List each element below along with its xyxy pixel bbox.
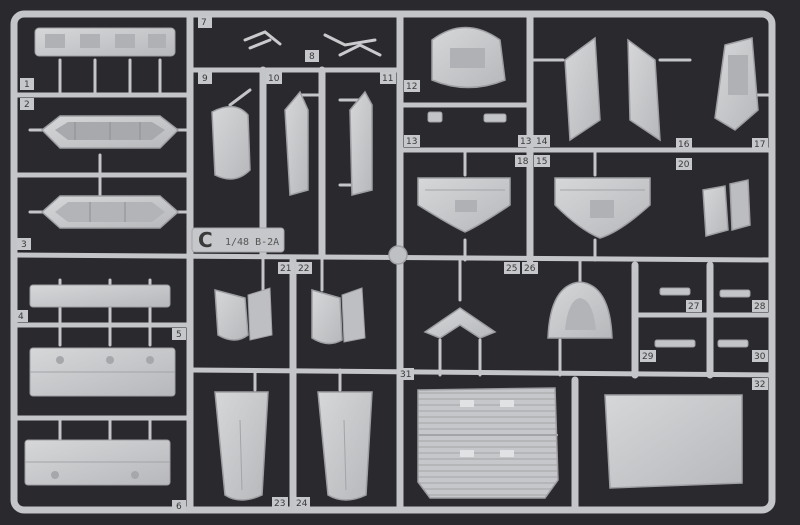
part-strip-6 <box>24 439 171 486</box>
part-number-tabs: 7 1 2 3 4 5 6 8 9 10 11 12 13 13 14 15 1… <box>14 16 768 512</box>
sprue-tag: C 1/48 B-2A <box>191 227 285 253</box>
part-number-tab: 1 <box>20 78 34 90</box>
svg-text:27: 27 <box>688 302 699 312</box>
svg-text:18: 18 <box>517 157 529 167</box>
part-vane-15 <box>627 38 661 142</box>
part-number-tab: 16 <box>676 138 692 150</box>
part-comb-piece <box>34 27 176 57</box>
svg-text:9: 9 <box>202 74 208 84</box>
part-number-tab: 31 <box>398 368 414 380</box>
svg-text:5: 5 <box>176 330 182 340</box>
svg-text:8: 8 <box>309 52 315 62</box>
part-number-tab: 2 <box>20 98 34 110</box>
svg-text:17: 17 <box>754 140 765 150</box>
part-strip-5 <box>29 347 176 397</box>
part-bay-frame-upper <box>40 115 180 149</box>
svg-text:23: 23 <box>274 499 285 509</box>
part-small-studs-13 <box>427 111 507 123</box>
part-number-tab: 14 <box>534 135 550 147</box>
part-hood-12 <box>431 26 506 89</box>
part-strip-4 <box>29 284 171 308</box>
part-panel-11 <box>349 90 373 196</box>
svg-text:2: 2 <box>24 100 30 110</box>
part-mount-25 <box>423 307 497 339</box>
part-number-tab: 26 <box>522 262 538 274</box>
part-bay-31 <box>417 387 559 499</box>
svg-text:7: 7 <box>201 18 207 28</box>
svg-text:32: 32 <box>754 380 765 390</box>
part-bay-frame-lower <box>40 195 180 229</box>
svg-text:4: 4 <box>18 312 24 322</box>
svg-text:29: 29 <box>642 352 654 362</box>
part-number-tab: 7 <box>198 16 212 28</box>
svg-text:22: 22 <box>298 264 309 274</box>
part-number-tab: 30 <box>752 350 768 362</box>
svg-text:1: 1 <box>24 80 30 90</box>
part-duct-24 <box>317 391 373 501</box>
part-number-tab: 3 <box>17 238 31 250</box>
part-bulkhead-19 <box>554 177 651 239</box>
part-number-tab: 21 <box>278 262 294 274</box>
svg-text:28: 28 <box>754 302 766 312</box>
part-number-tab: 23 <box>272 497 288 509</box>
part-duct-23 <box>214 391 269 501</box>
svg-text:6: 6 <box>176 502 182 512</box>
gates <box>28 58 774 442</box>
part-number-tab: 28 <box>752 300 768 312</box>
part-number-tab: 17 <box>752 138 768 150</box>
part-plate-32 <box>604 394 743 489</box>
part-panel-10 <box>284 90 309 196</box>
part-number-tab: 10 <box>266 72 282 84</box>
svg-text:30: 30 <box>754 352 766 362</box>
svg-text:25: 25 <box>506 264 517 274</box>
svg-text:12: 12 <box>406 82 417 92</box>
part-vane-14 <box>564 36 601 142</box>
svg-text:26: 26 <box>524 264 536 274</box>
part-small-rods <box>654 287 751 348</box>
sprue-letter: C <box>198 228 213 252</box>
part-bulkhead-18 <box>417 177 511 233</box>
part-number-tab: 8 <box>305 50 319 62</box>
svg-text:11: 11 <box>382 74 393 84</box>
part-number-tab: 18 <box>515 155 531 167</box>
svg-text:21: 21 <box>280 264 291 274</box>
svg-text:24: 24 <box>296 499 308 509</box>
part-number-tab: 11 <box>380 72 396 84</box>
part-number-tab: 20 <box>676 158 692 170</box>
part-small-links <box>243 30 382 57</box>
part-number-tab: 25 <box>504 262 520 274</box>
svg-text:13: 13 <box>406 137 417 147</box>
sprue-label: 1/48 B-2A <box>225 237 279 248</box>
svg-text:31: 31 <box>400 370 411 380</box>
svg-text:13: 13 <box>520 137 531 147</box>
sprue-centre-pin <box>388 245 408 265</box>
part-number-tab: 5 <box>172 328 186 340</box>
svg-text:10: 10 <box>268 74 280 84</box>
part-arch-26 <box>547 281 613 339</box>
part-seat-22 <box>311 287 366 345</box>
part-number-tab: 13 <box>518 135 534 147</box>
svg-text:20: 20 <box>678 160 690 170</box>
part-seat-21 <box>214 287 273 341</box>
part-doors-20 <box>702 179 751 237</box>
svg-text:14: 14 <box>536 137 548 147</box>
svg-text:15: 15 <box>536 157 547 167</box>
part-bracket-16 <box>714 37 759 131</box>
part-number-tab: 29 <box>640 350 656 362</box>
part-number-tab: 15 <box>534 155 550 167</box>
part-number-tab: 9 <box>198 72 212 84</box>
part-number-tab: 27 <box>686 300 702 312</box>
part-number-tab: 13 <box>404 135 420 147</box>
part-number-tab: 4 <box>14 310 28 322</box>
svg-text:3: 3 <box>21 240 27 250</box>
part-number-tab: 24 <box>294 497 310 509</box>
part-intake-duct-9 <box>211 106 251 180</box>
sprue-cross-runners <box>11 67 775 421</box>
svg-text:16: 16 <box>678 140 690 150</box>
part-number-tab: 32 <box>752 378 768 390</box>
part-number-tab: 6 <box>172 500 186 512</box>
part-number-tab: 12 <box>404 80 420 92</box>
part-number-tab: 22 <box>296 262 312 274</box>
